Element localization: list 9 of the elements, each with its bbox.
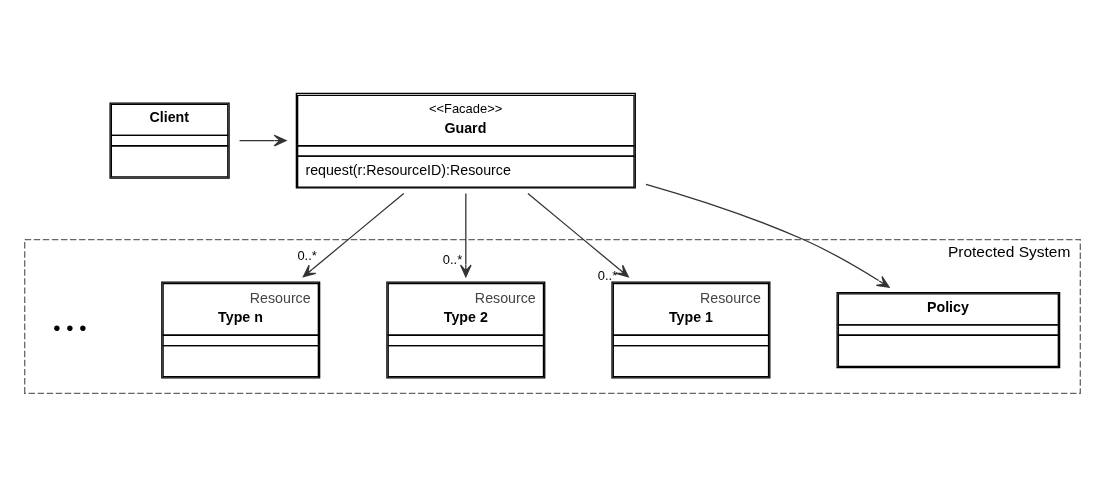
arrow — [527, 192, 629, 277]
arrow — [238, 134, 287, 146]
arrow — [302, 192, 405, 277]
arrow — [645, 183, 890, 288]
arrow — [459, 192, 472, 277]
edge-label: 0..* — [297, 247, 317, 263]
label: • • • — [53, 315, 87, 339]
edge-label: 0..* — [442, 251, 463, 267]
edge-label: 0..* — [597, 267, 618, 283]
